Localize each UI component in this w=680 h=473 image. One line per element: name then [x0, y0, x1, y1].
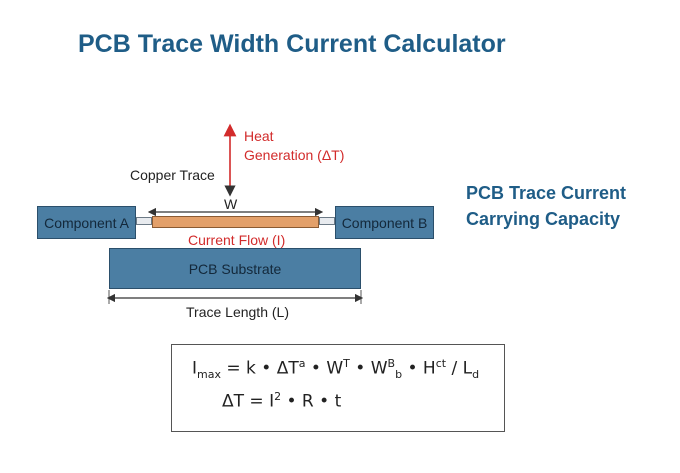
- side-heading-line2: Carrying Capacity: [466, 209, 621, 229]
- pad-right: [319, 217, 335, 225]
- component-b-label: Component B: [341, 214, 428, 231]
- heat-label-line1: Heat: [244, 128, 274, 144]
- formula-eq: = k • ΔT: [220, 358, 299, 379]
- formula-b-sup: B: [387, 357, 396, 370]
- formula-i: I: [192, 358, 198, 379]
- formula-b-sub: b: [395, 368, 403, 382]
- formula-ct-sup: ct: [435, 357, 447, 370]
- formula-mid1: • W: [305, 358, 344, 379]
- formula-sq-sup: 2: [274, 390, 282, 403]
- pcb-substrate-box: PCB Substrate: [109, 248, 361, 289]
- copper-trace-label: Copper Trace: [130, 167, 215, 183]
- current-flow-label: Current Flow (I): [188, 232, 286, 248]
- formula-delta-t: ΔT = I2 • R • t: [222, 390, 341, 412]
- heat-generation-label: Heat Generation (ΔT): [244, 127, 344, 165]
- formula-t-sup: T: [343, 357, 350, 370]
- formula-max-sub: max: [197, 368, 221, 382]
- formula-d-sub: d: [472, 368, 480, 382]
- formula-imax: Imax = k • ΔTa • WT • WBb • Hct / Ld: [192, 357, 479, 381]
- formula-lhs: ΔT = I: [222, 391, 275, 412]
- pcb-substrate-label: PCB Substrate: [188, 260, 282, 277]
- heat-label-line2: Generation (ΔT): [244, 147, 345, 163]
- side-heading-line1: PCB Trace Current: [466, 183, 627, 203]
- copper-trace: [152, 216, 319, 228]
- page-title: PCB Trace Width Current Calculator: [78, 30, 506, 58]
- component-a-box: Component A: [37, 206, 136, 239]
- width-label: W: [224, 196, 238, 212]
- formula-rhs: • R • t: [281, 391, 342, 412]
- formula-mid2: • W: [349, 358, 388, 379]
- pad-left: [136, 217, 152, 225]
- formula-mid4: / L: [446, 358, 473, 379]
- trace-length-label: Trace Length (L): [186, 304, 289, 320]
- formula-mid3: • H: [402, 358, 436, 379]
- side-heading: PCB Trace Current Carrying Capacity: [466, 180, 626, 232]
- formula-a-sup: a: [298, 357, 306, 370]
- component-a-label: Component A: [44, 214, 129, 231]
- formula-box: Imax = k • ΔTa • WT • WBb • Hct / Ld ΔT …: [171, 344, 505, 432]
- component-b-box: Component B: [335, 206, 434, 239]
